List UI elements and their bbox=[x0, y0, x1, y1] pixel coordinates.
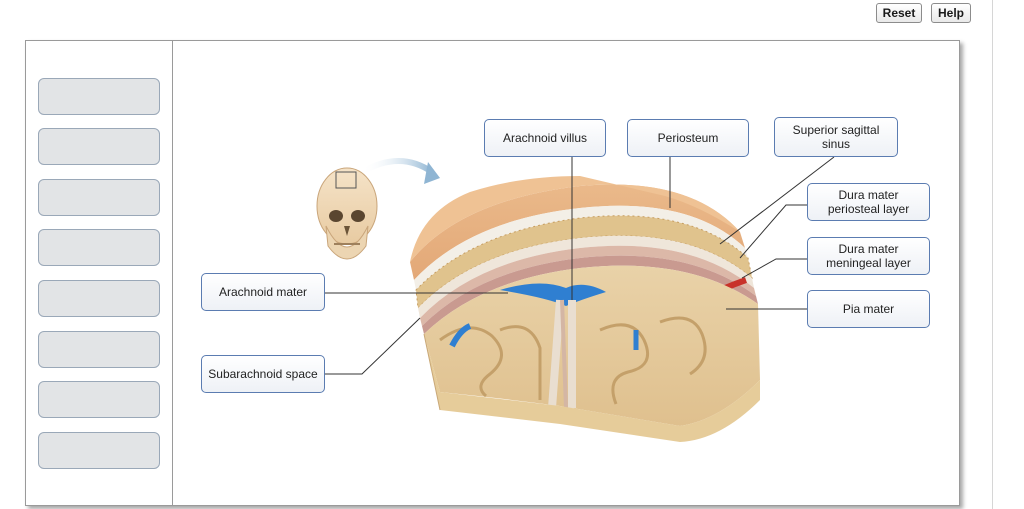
label-bank-slot[interactable] bbox=[38, 78, 160, 115]
label-bank bbox=[26, 41, 173, 505]
reset-button[interactable]: Reset bbox=[876, 3, 922, 23]
label-periosteum[interactable]: Periosteum bbox=[627, 119, 749, 157]
help-button[interactable]: Help bbox=[931, 3, 971, 23]
label-arachnoid-mater[interactable]: Arachnoid mater bbox=[201, 273, 325, 311]
page-right-rule bbox=[992, 0, 993, 509]
label-bank-slot[interactable] bbox=[38, 381, 160, 418]
leader-lines bbox=[325, 156, 835, 375]
meninges-block bbox=[410, 176, 760, 442]
label-bank-slot[interactable] bbox=[38, 179, 160, 216]
label-bank-slot[interactable] bbox=[38, 280, 160, 317]
label-arachnoid-villus[interactable]: Arachnoid villus bbox=[484, 119, 606, 157]
label-dura-mater-meningeal-layer[interactable]: Dura mater meningeal layer bbox=[807, 237, 930, 275]
label-bank-slot[interactable] bbox=[38, 128, 160, 165]
label-bank-slot[interactable] bbox=[38, 229, 160, 266]
label-superior-sagittal-sinus[interactable]: Superior sagittal sinus bbox=[774, 117, 898, 157]
pointer-arrow-icon bbox=[360, 158, 434, 175]
label-subarachnoid-space[interactable]: Subarachnoid space bbox=[201, 355, 325, 393]
label-bank-slot[interactable] bbox=[38, 432, 160, 469]
label-dura-mater-periosteal-layer[interactable]: Dura mater periosteal layer bbox=[807, 183, 930, 221]
label-pia-mater[interactable]: Pia mater bbox=[807, 290, 930, 328]
label-bank-slot[interactable] bbox=[38, 331, 160, 368]
skull-icon bbox=[316, 167, 378, 260]
